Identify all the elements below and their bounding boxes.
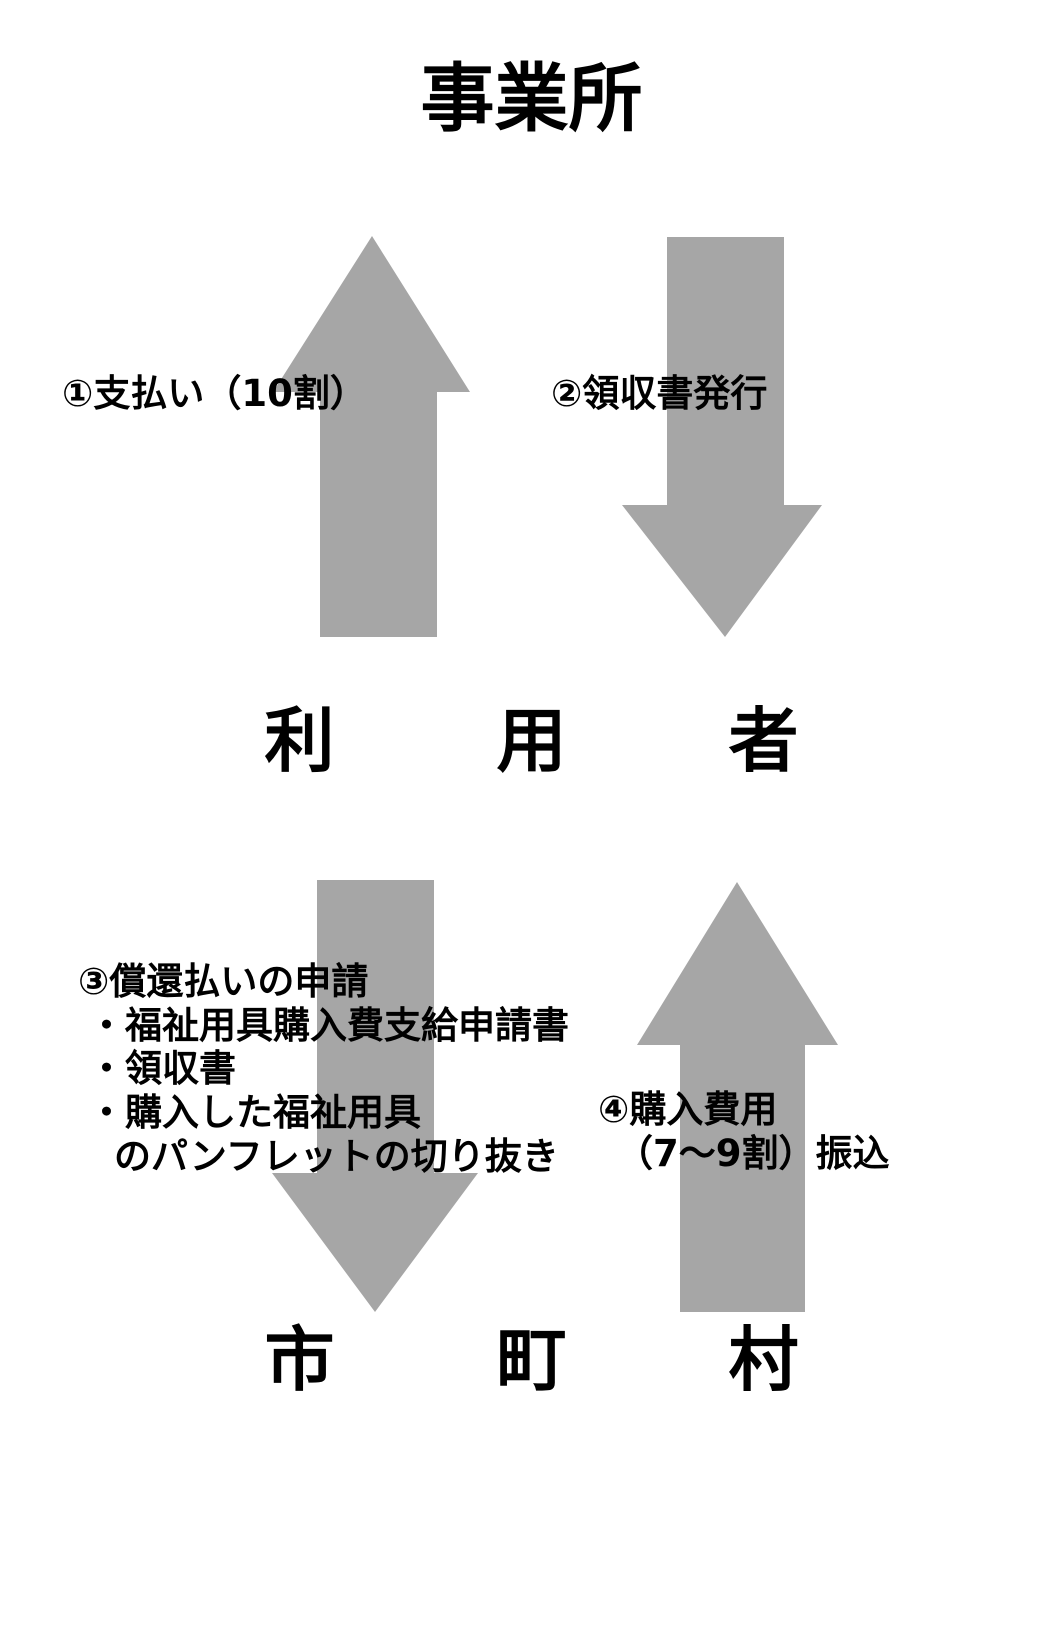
arrow-down-receipt bbox=[622, 237, 822, 637]
application-item-3: ・購入した福祉用具 bbox=[88, 1090, 421, 1134]
flow-label-payment: ①支払い（10割） bbox=[62, 372, 367, 415]
node-user: 利 用 者 bbox=[264, 700, 845, 782]
application-item-4: のパンフレットの切り抜き bbox=[114, 1134, 559, 1178]
application-item-1: ・福祉用具購入費支給申請書 bbox=[88, 1003, 569, 1047]
node-business-establishment: 事業所 bbox=[420, 56, 643, 142]
flow-label-receipt: ②領収書発行 bbox=[551, 372, 768, 415]
arrow-up-payment bbox=[273, 236, 470, 637]
application-heading: ③償還払いの申請 bbox=[78, 960, 369, 1003]
flow-label-reimbursement: ④購入費用 （7〜9割）振込 bbox=[598, 1088, 890, 1175]
reimbursement-line-1: ④購入費用 bbox=[598, 1088, 778, 1131]
flow-label-application: ③償還払いの申請 ・福祉用具購入費支給申請書 ・領収書 ・購入した福祉用具 のパ… bbox=[78, 960, 569, 1178]
application-item-2: ・領収書 bbox=[88, 1047, 236, 1091]
node-municipality: 市 町 村 bbox=[264, 1319, 845, 1401]
reimbursement-line-2: （7〜9割）振込 bbox=[616, 1131, 890, 1175]
